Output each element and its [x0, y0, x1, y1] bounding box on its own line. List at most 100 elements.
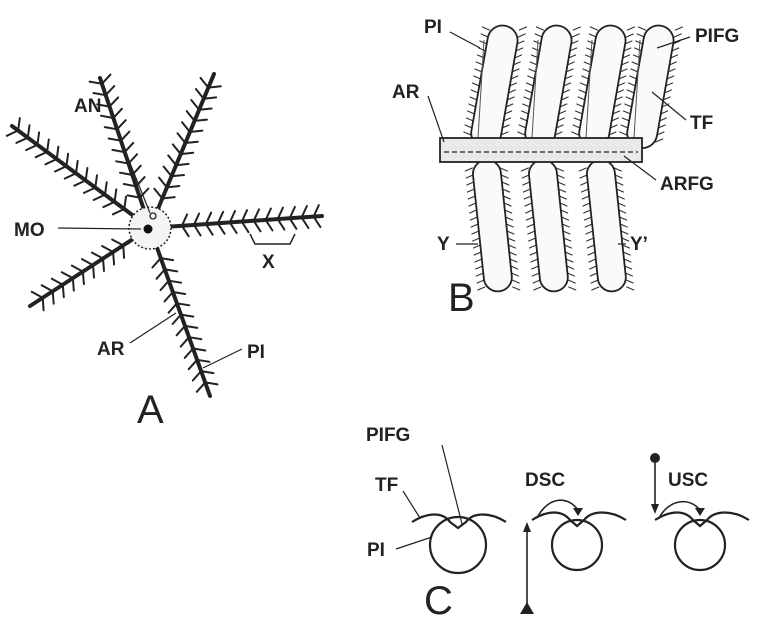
- tentacle: [586, 231, 593, 234]
- pinnule-branch: [181, 153, 194, 154]
- tentacle: [527, 224, 534, 227]
- pinnule-branch: [201, 78, 209, 88]
- x-bracket: [250, 234, 295, 244]
- lower-pinnule-1: [472, 159, 514, 293]
- pinnule-branch: [197, 382, 205, 391]
- tentacle: [530, 252, 537, 255]
- label-c-tf: TF: [375, 475, 398, 496]
- pinnule-branch: [36, 152, 47, 157]
- arm-2: [170, 216, 322, 227]
- pinnule-branch: [52, 279, 63, 285]
- pinnule-circle-3: [675, 520, 725, 570]
- label-c-pifg: PIFG: [366, 425, 410, 446]
- tentacle: [528, 231, 535, 234]
- tentacle: [581, 83, 588, 86]
- pinnule-branch: [113, 252, 114, 265]
- tentacle: [625, 104, 632, 107]
- pinnule-branch: [65, 173, 76, 178]
- pinnule-branch: [72, 266, 83, 272]
- tentacle: [533, 280, 540, 283]
- tentacle: [518, 132, 525, 135]
- tentacle: [572, 34, 579, 37]
- lower-pinnule-3: [586, 159, 628, 293]
- tentacle: [573, 27, 580, 30]
- pinnule-branch: [47, 140, 49, 152]
- tentacle: [478, 287, 485, 290]
- label-c-dsc: DSC: [525, 470, 565, 491]
- pinnule-4: [625, 23, 676, 150]
- downward-arrowhead: [651, 504, 659, 514]
- pinnule-branch: [95, 175, 97, 187]
- pinnule-branch: [182, 122, 190, 132]
- label-pi: PI: [247, 342, 265, 363]
- tentacle: [582, 196, 589, 199]
- pinnule-1: [469, 23, 520, 150]
- pinnule-branch: [195, 120, 208, 121]
- tentacle: [527, 83, 534, 86]
- an-leader: [112, 118, 150, 213]
- label-x: X: [262, 252, 275, 273]
- pinnule-branch: [123, 245, 124, 258]
- pinnule-branch: [191, 100, 199, 110]
- tentacle: [526, 210, 533, 213]
- pinnule-branch: [177, 326, 185, 335]
- tentacle: [527, 217, 534, 220]
- pinnule-branch: [84, 188, 95, 193]
- tentacle: [529, 245, 536, 248]
- pinnule-branch: [189, 360, 197, 369]
- tentacle: [529, 238, 536, 241]
- tentacle: [592, 287, 599, 290]
- tentacle: [583, 203, 590, 206]
- tentacle: [476, 273, 483, 276]
- pinnule-branch: [62, 272, 73, 278]
- pinnule-branch: [103, 259, 104, 272]
- pinnule-2: [523, 23, 574, 150]
- tentacle: [474, 252, 481, 255]
- pinnule-branch: [176, 164, 189, 165]
- pinnule-branch: [159, 178, 167, 188]
- pinnule-branch: [173, 144, 181, 154]
- pinnule-branch: [152, 258, 160, 267]
- pinnule-branch: [83, 272, 84, 285]
- tentacle: [626, 280, 633, 283]
- label-b-ar: AR: [392, 82, 420, 103]
- upward-arrowhead: [523, 522, 531, 532]
- tentacle: [471, 224, 478, 227]
- pi-c-leader: [396, 537, 432, 549]
- pinnule-3: [577, 23, 628, 150]
- tentacle: [473, 245, 480, 248]
- panel-b-arm-section: PI PIFG AR TF ARFG Y Y’ B: [392, 17, 739, 320]
- label-b-arfg: ARFG: [660, 174, 714, 195]
- label-an: AN: [74, 96, 101, 117]
- pinnule-branch: [106, 86, 115, 95]
- tentacle: [590, 266, 597, 269]
- pinnule-branch: [93, 265, 94, 278]
- tentacle: [627, 287, 634, 290]
- pinnule-branch: [169, 303, 177, 312]
- tentacle: [531, 259, 538, 262]
- pinnule-branch: [173, 315, 181, 324]
- tentacle: [469, 203, 476, 206]
- tentacle: [627, 27, 634, 30]
- tentacle: [587, 238, 594, 241]
- cross-section-1: [412, 515, 506, 574]
- panel-c-cross-sections: PIFG TF PI DSC USC C: [366, 425, 749, 619]
- pinnule-branch: [37, 132, 39, 144]
- label-b-y: Y: [437, 234, 450, 255]
- label-b-tf: TF: [690, 113, 713, 134]
- panel-letter-b: B: [448, 276, 475, 320]
- arm-4: [30, 239, 133, 306]
- pinnule-circle-1: [430, 517, 486, 573]
- label-mo: MO: [14, 220, 45, 241]
- pinnule-branch: [154, 189, 162, 199]
- tentacle: [475, 259, 482, 262]
- pinnule-branch: [74, 180, 85, 185]
- pinnule-branch: [190, 131, 203, 132]
- label-c-pi: PI: [367, 540, 385, 561]
- pinnule-branch: [196, 89, 204, 99]
- label-c-usc: USC: [668, 470, 708, 491]
- tentacle: [675, 27, 682, 30]
- pinnule-branch: [178, 133, 186, 143]
- pinnule-branch: [117, 120, 126, 129]
- pinnule-branch: [110, 97, 119, 106]
